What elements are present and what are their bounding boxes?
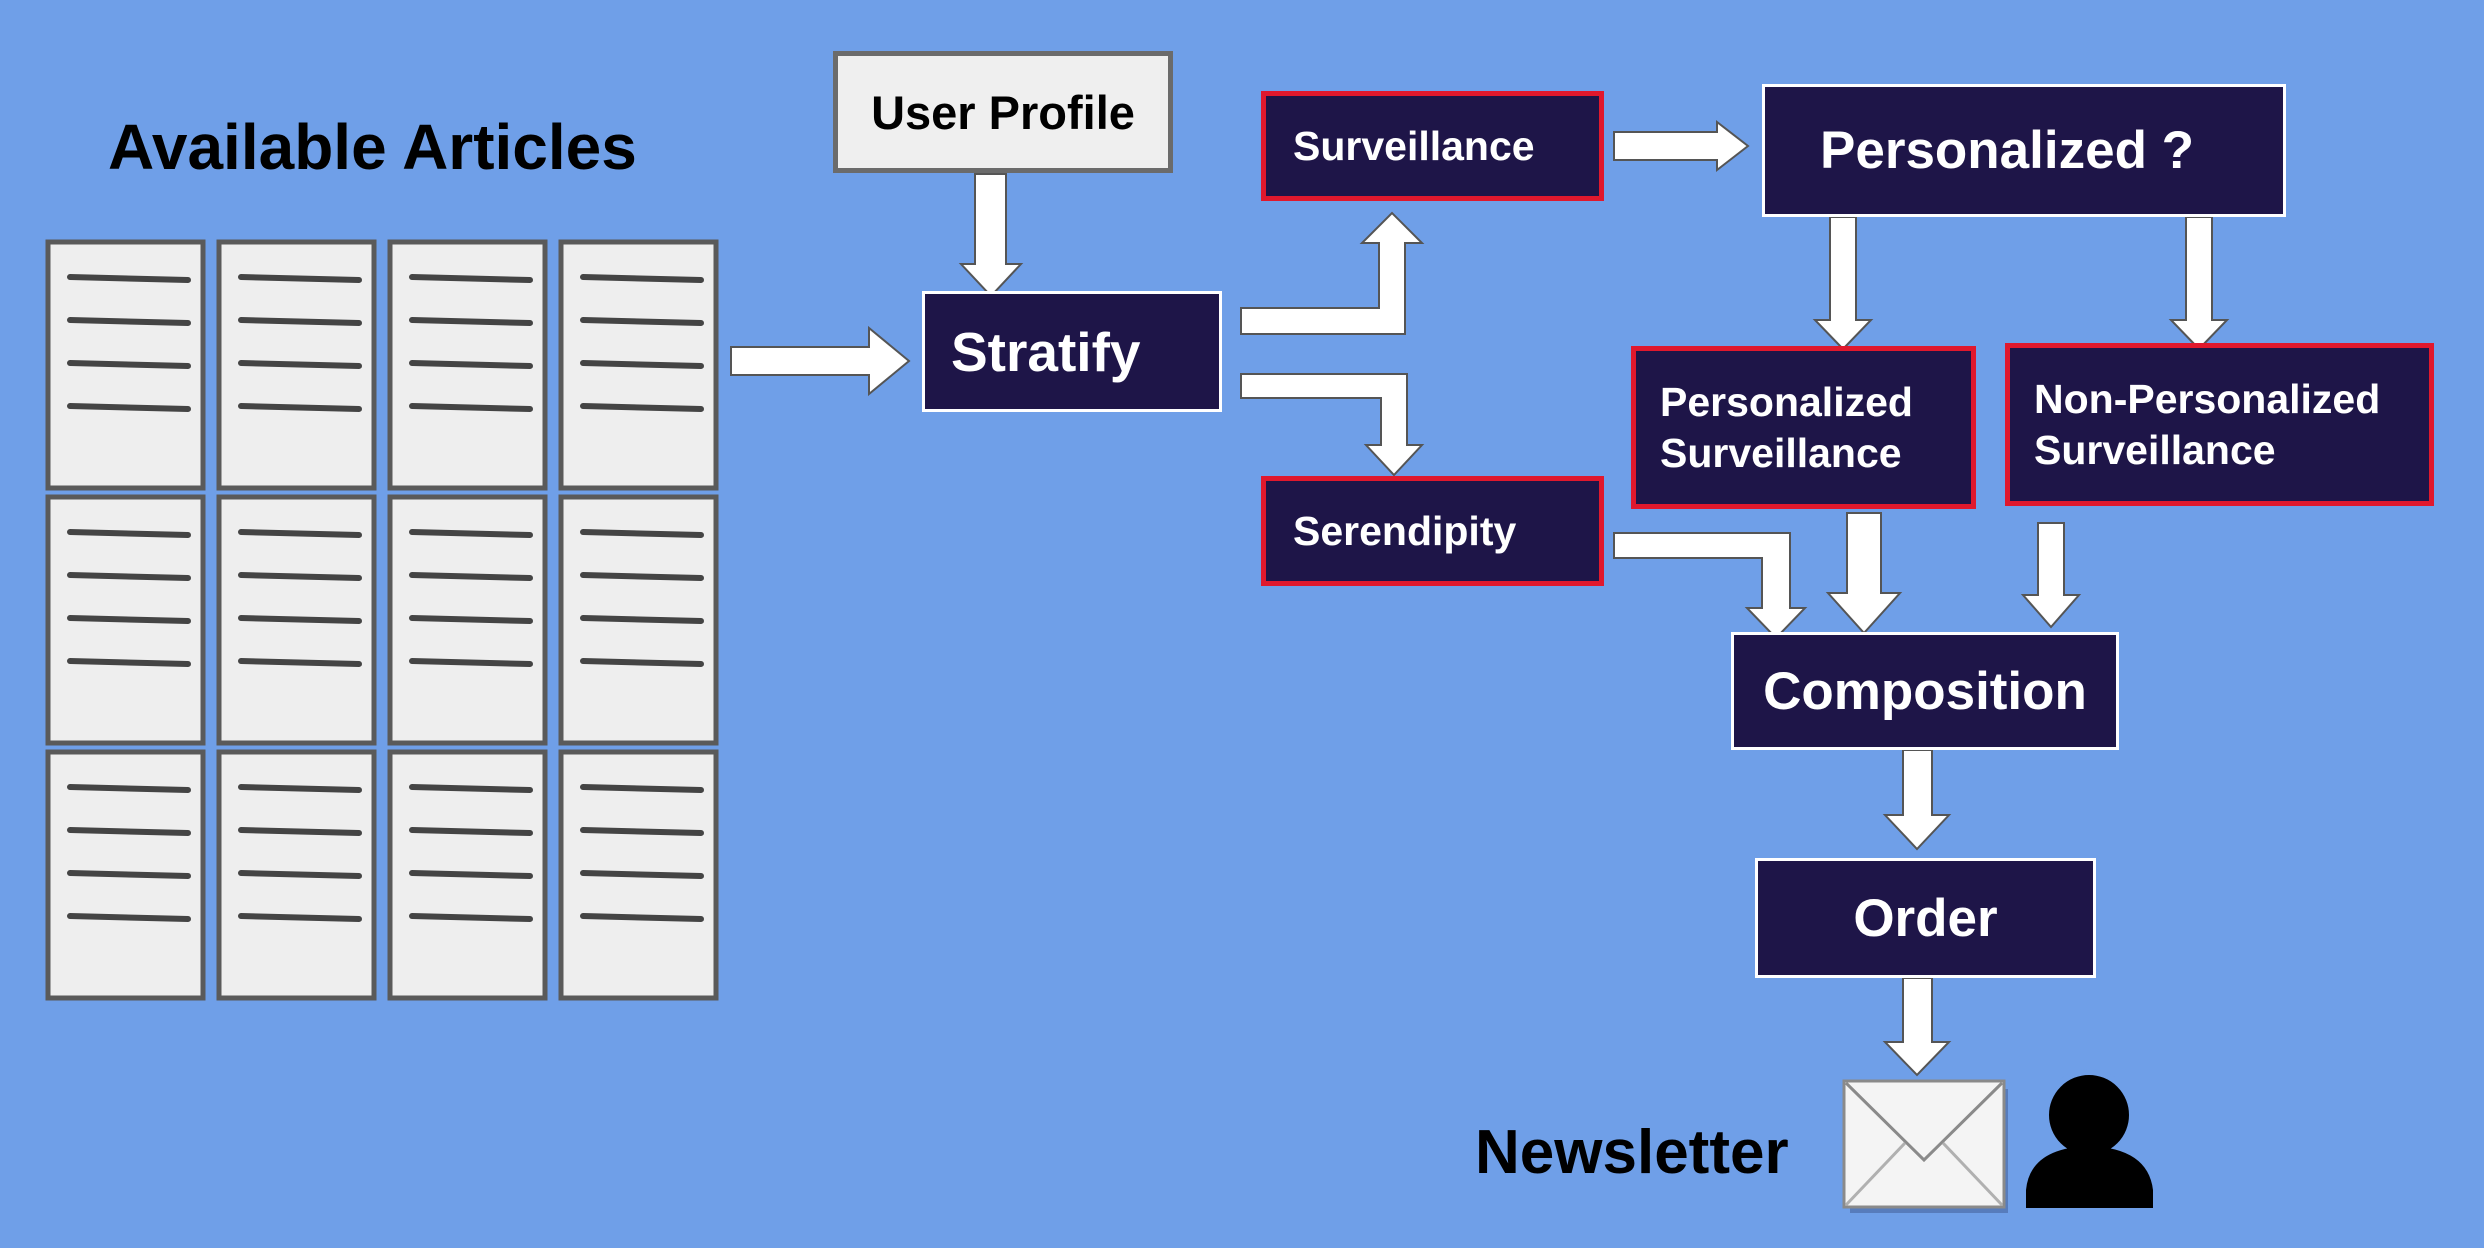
order-label: Order	[1853, 888, 1998, 948]
document-icon	[387, 749, 548, 1001]
personalized-surveillance-box: Personalized Surveillance	[1631, 346, 1976, 509]
document-icon	[216, 239, 377, 491]
personalized-decision-box: Personalized ?	[1762, 84, 2286, 217]
arrow-serendipity-to-composition	[1613, 532, 1808, 640]
arrow-profile-to-stratify	[958, 173, 1024, 298]
user-profile-label: User Profile	[871, 85, 1135, 139]
document-icon	[45, 239, 206, 491]
article-grid	[45, 239, 719, 1001]
arrow-to-personalized-surveillance	[1812, 216, 1874, 351]
available-articles-title: Available Articles	[108, 111, 637, 183]
arrow-stratify-to-serendipity	[1240, 373, 1425, 477]
stratify-label: Stratify	[951, 320, 1141, 383]
non-personalized-surveillance-line2: Surveillance	[2034, 426, 2276, 473]
arrow-stratify-to-surveillance	[1240, 211, 1425, 335]
composition-box: Composition	[1731, 632, 2119, 750]
newsletter-label: Newsletter	[1475, 1118, 1789, 1187]
user-icon	[2026, 1069, 2153, 1208]
serendipity-box: Serendipity	[1261, 476, 1604, 586]
stratify-box: Stratify	[922, 291, 1222, 412]
document-icon	[387, 494, 548, 746]
document-icon	[387, 239, 548, 491]
envelope-icon	[1842, 1079, 2008, 1213]
arrow-articles-to-stratify	[730, 325, 911, 397]
composition-label: Composition	[1763, 661, 2087, 721]
non-personalized-surveillance-box: Non-Personalized Surveillance	[2005, 343, 2434, 506]
document-icon	[45, 749, 206, 1001]
personalized-surveillance-line2: Surveillance	[1660, 429, 1902, 476]
document-icon	[45, 494, 206, 746]
order-box: Order	[1755, 858, 2096, 978]
personalized-decision-label: Personalized ?	[1820, 121, 2195, 180]
serendipity-label: Serendipity	[1293, 507, 1517, 554]
document-icon	[216, 749, 377, 1001]
document-icon	[216, 494, 377, 746]
arrow-non-personalized-to-composition	[2020, 522, 2082, 629]
document-icon	[558, 239, 719, 491]
document-icon	[558, 749, 719, 1001]
user-profile-box: User Profile	[833, 51, 1173, 173]
arrow-surveillance-to-personalized	[1613, 119, 1750, 173]
arrow-to-non-personalized-surveillance	[2168, 216, 2230, 351]
document-icon	[558, 494, 719, 746]
arrow-personalized-surveillance-to-composition	[1825, 512, 1903, 635]
non-personalized-surveillance-line1: Non-Personalized	[2034, 376, 2381, 423]
arrow-composition-to-order	[1882, 749, 1952, 851]
arrow-order-to-newsletter	[1882, 977, 1952, 1077]
personalized-surveillance-line1: Personalized	[1660, 379, 1913, 426]
surveillance-box: Surveillance	[1261, 91, 1604, 201]
surveillance-label: Surveillance	[1293, 122, 1535, 169]
